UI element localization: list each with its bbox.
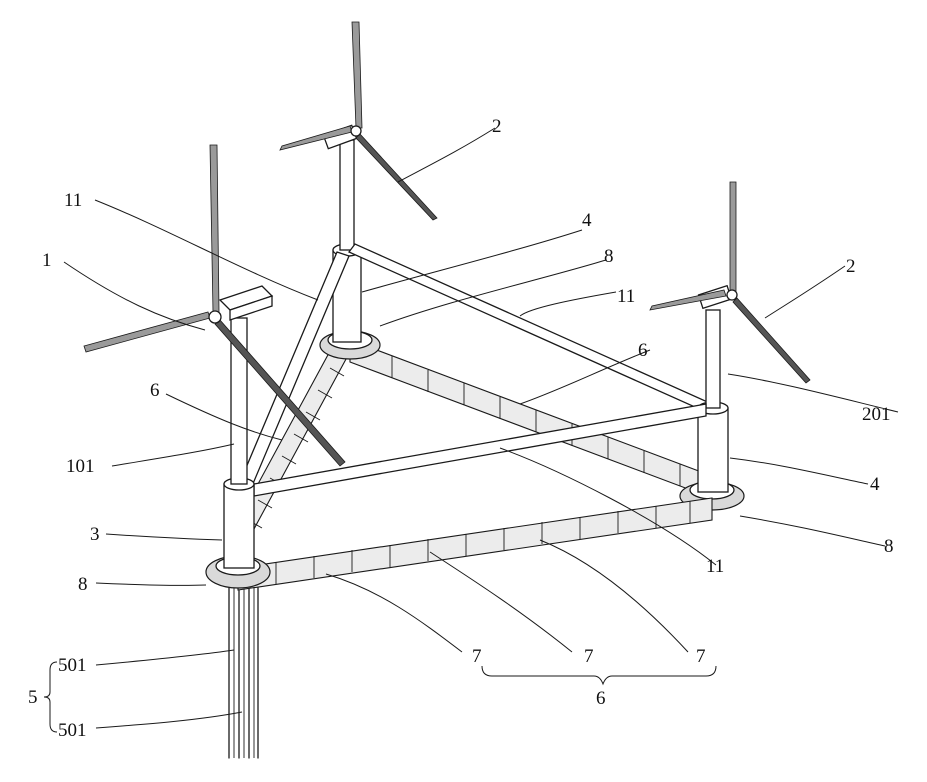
turbine-right — [650, 182, 810, 383]
label-101: 101 — [66, 456, 95, 477]
label-501-lower: 501 — [58, 720, 87, 741]
label-11-lower: 11 — [706, 556, 724, 577]
label-11-upper-right: 11 — [617, 286, 635, 307]
label-4-back: 4 — [582, 210, 592, 231]
label-11-upper-left: 11 — [64, 190, 82, 211]
bracket-5 — [44, 662, 57, 732]
label-7-left: 7 — [472, 646, 482, 667]
label-501-upper: 501 — [58, 655, 87, 676]
mooring-lines — [228, 588, 258, 758]
label-5: 5 — [28, 687, 38, 708]
label-8-left: 8 — [78, 574, 88, 595]
label-2-right: 2 — [846, 256, 856, 277]
label-6-back: 6 — [638, 340, 648, 361]
brace-back-right — [349, 244, 712, 412]
label-8-right: 8 — [884, 536, 894, 557]
label-6-left: 6 — [150, 380, 160, 401]
label-8-back: 8 — [604, 246, 614, 267]
label-1: 1 — [42, 250, 52, 271]
turbine-left — [84, 145, 345, 466]
label-201: 201 — [862, 404, 891, 425]
turbine-back — [280, 22, 437, 220]
label-7-middle: 7 — [584, 646, 594, 667]
label-7-right: 7 — [696, 646, 706, 667]
label-4-right: 4 — [870, 474, 880, 495]
label-6-bottom: 6 — [596, 688, 606, 709]
reference-labels: 1 2 2 11 4 8 11 6 6 201 101 4 3 8 11 8 7… — [28, 116, 894, 741]
pontoon-left-right — [238, 498, 712, 590]
leader-lines — [64, 128, 898, 728]
label-3: 3 — [90, 524, 100, 545]
label-2-back: 2 — [492, 116, 502, 137]
bracket-6 — [482, 666, 716, 684]
column-back — [333, 140, 361, 342]
